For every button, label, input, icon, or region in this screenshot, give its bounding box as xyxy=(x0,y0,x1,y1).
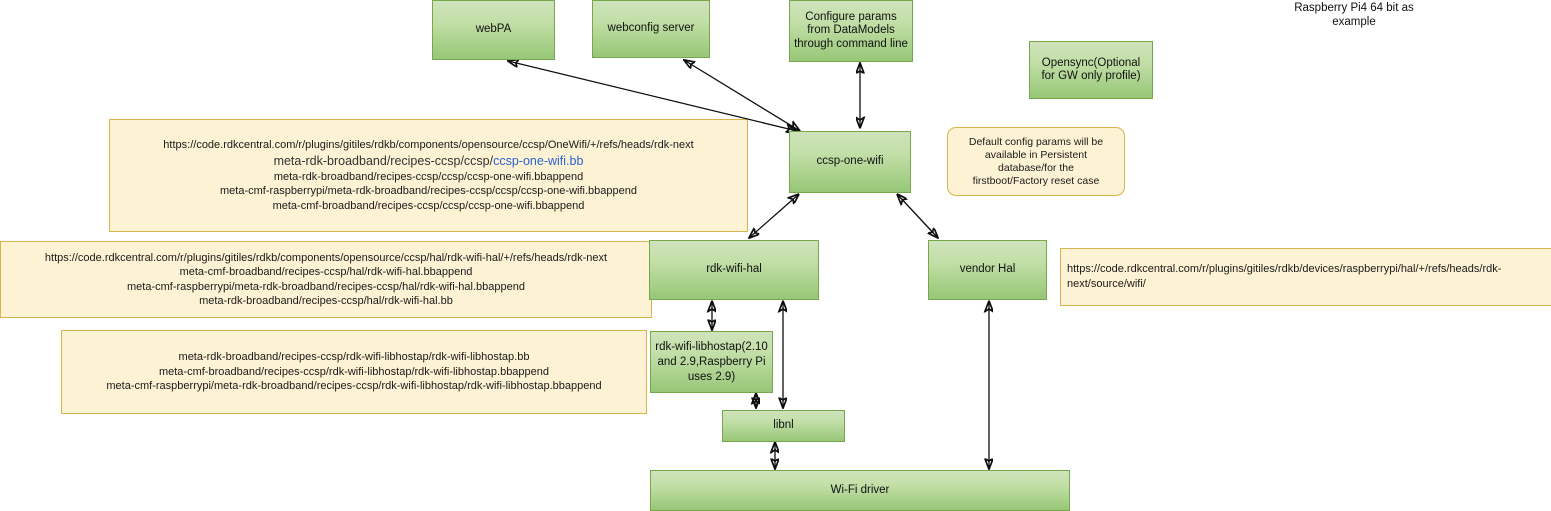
node-rdk-wifi-hal-label: rdk-wifi-hal xyxy=(706,263,762,276)
link-ccspwifi-webpa xyxy=(508,61,797,131)
link-ccspwifi-webconfig xyxy=(684,60,800,131)
node-webpa[interactable]: webPA xyxy=(432,0,555,60)
note-libhostap-line-3: meta-cmf-raspberrypi/meta-rdk-broadband/… xyxy=(106,380,602,393)
link-ccspwifi-rdkwifihal xyxy=(749,194,799,238)
label-raspberry-pi-example-text: Raspberry Pi4 64 bit as example xyxy=(1294,2,1414,28)
note-hal-line-4: meta-rdk-broadband/recipes-ccsp/hal/rdk-… xyxy=(199,295,453,307)
label-raspberry-pi-example: Raspberry Pi4 64 bit as example xyxy=(1278,1,1430,29)
node-opensync-label: Opensync(Optional for GW only profile) xyxy=(1041,56,1141,83)
node-webconfig-server[interactable]: webconfig server xyxy=(592,0,710,58)
node-wifi-driver-label: Wi-Fi driver xyxy=(830,483,890,496)
node-rdk-wifi-libhostap-label: rdk-wifi-libhostap(2.10 and 2.9,Raspberr… xyxy=(655,340,768,383)
note-libhostap-recipes: meta-rdk-broadband/recipes-ccsp/rdk-wifi… xyxy=(61,330,647,414)
note-libhostap-line-1: meta-rdk-broadband/recipes-ccsp/rdk-wifi… xyxy=(178,351,530,364)
note-hal-line-2: meta-cmf-broadband/recipes-ccsp/hal/rdk-… xyxy=(179,266,473,278)
node-ccsp-one-wifi[interactable]: ccsp-one-wifi xyxy=(789,131,911,193)
node-configure-params-label: Configure params from DataModels through… xyxy=(794,10,908,50)
note-default-config-line-3: database/for the xyxy=(998,161,1074,174)
note-onewifi-line-3: meta-rdk-broadband/recipes-ccsp/ccsp/ccs… xyxy=(273,170,584,183)
note-onewifi-line-5: meta-cmf-broadband/recipes-ccsp/ccsp/ccs… xyxy=(272,199,585,212)
note-vendor-hal-source: https://code.rdkcentral.com/r/plugins/gi… xyxy=(1060,248,1551,306)
note-libhostap-line-2: meta-cmf-broadband/recipes-ccsp/rdk-wifi… xyxy=(158,365,550,378)
node-wifi-driver[interactable]: Wi-Fi driver xyxy=(650,470,1070,511)
note-onewifi-recipes: https://code.rdkcentral.com/r/plugins/gi… xyxy=(109,119,748,232)
note-onewifi-line-1: https://code.rdkcentral.com/r/plugins/gi… xyxy=(163,139,694,151)
node-configure-params[interactable]: Configure params from DataModels through… xyxy=(789,0,913,62)
note-onewifi-line-2: meta-rdk-broadband/recipes-ccsp/ccsp/ccs… xyxy=(274,153,584,170)
node-webconfig-server-label: webconfig server xyxy=(607,22,695,35)
note-onewifi-line-2-prefix: meta-rdk-broadband/recipes-ccsp/ccsp/ xyxy=(273,153,494,168)
note-hal-line-1: https://code.rdkcentral.com/r/plugins/gi… xyxy=(44,251,608,264)
node-opensync[interactable]: Opensync(Optional for GW only profile) xyxy=(1029,41,1153,99)
note-vendor-hal-source-line-1: https://code.rdkcentral.com/r/plugins/gi… xyxy=(1067,263,1502,290)
note-onewifi-line-4: meta-cmf-raspberrypi/meta-rdk-broadband/… xyxy=(220,185,637,197)
note-default-config-line-4: firstboot/Factory reset case xyxy=(972,174,1100,187)
node-rdk-wifi-hal[interactable]: rdk-wifi-hal xyxy=(649,240,819,300)
note-default-config-line-2: available in Persistent xyxy=(984,148,1088,161)
link-ccspwifi-vendorhal xyxy=(897,194,938,238)
node-vendor-hal-label: vendor Hal xyxy=(959,263,1016,276)
node-ccsp-one-wifi-label: ccsp-one-wifi xyxy=(816,155,884,168)
node-rdk-wifi-libhostap[interactable]: rdk-wifi-libhostap(2.10 and 2.9,Raspberr… xyxy=(650,331,773,393)
note-hal-recipes: https://code.rdkcentral.com/r/plugins/gi… xyxy=(0,241,652,318)
node-webpa-label: webPA xyxy=(475,23,512,36)
note-hal-line-3: meta-cmf-raspberrypi/meta-rdk-broadband/… xyxy=(126,280,525,293)
node-vendor-hal[interactable]: vendor Hal xyxy=(928,240,1047,300)
node-libnl[interactable]: libnl xyxy=(722,410,845,442)
note-onewifi-line-2-highlight[interactable]: ccsp-one-wifi.bb xyxy=(493,153,584,168)
node-libnl-label: libnl xyxy=(773,419,794,432)
note-default-config: Default config params will be available … xyxy=(947,127,1125,196)
note-default-config-line-1: Default config params will be xyxy=(968,135,1104,148)
